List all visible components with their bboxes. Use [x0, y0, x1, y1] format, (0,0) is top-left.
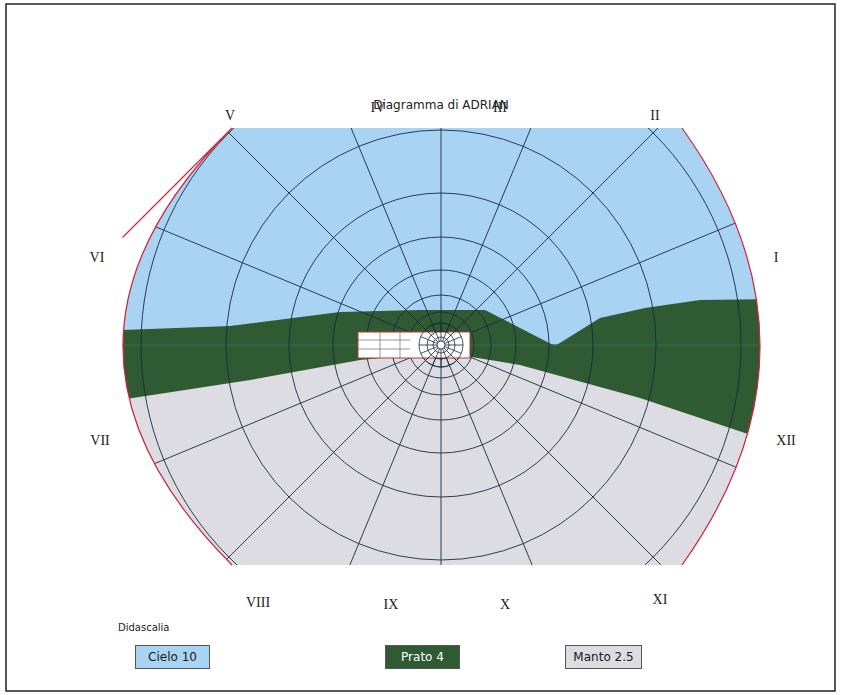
grid-ray — [444, 348, 457, 361]
legend-swatch: Manto 2.5 — [565, 645, 642, 669]
grid-ray — [419, 345, 437, 346]
grid-ray — [17, 0, 436, 339]
grid-ray — [421, 337, 438, 344]
diagram-title: Diagramma di ADRIAN — [373, 98, 509, 112]
grid-ray — [421, 347, 438, 354]
grid-ray — [448, 348, 841, 575]
direction-numeral: IX — [384, 597, 399, 613]
direction-numeral: VIII — [246, 595, 270, 611]
grid-ray — [445, 347, 462, 354]
grid-ray — [443, 325, 450, 342]
grid-ray — [425, 348, 438, 361]
grid-ray — [211, 352, 438, 695]
grid-ray — [211, 0, 438, 338]
polar-grid-center — [419, 323, 463, 367]
building — [358, 332, 470, 358]
direction-numeral: XII — [776, 433, 795, 449]
ground-region — [0, 352, 841, 695]
direction-numeral: XI — [653, 592, 668, 608]
lens-outline — [123, 128, 760, 565]
grid-ray — [441, 349, 442, 367]
grid-ray — [0, 115, 434, 342]
direction-numeral: II — [650, 108, 659, 124]
direction-numeral: I — [774, 250, 779, 266]
direction-numeral: III — [493, 100, 507, 116]
direction-numeral: VII — [90, 433, 109, 449]
legend-swatch: Cielo 10 — [135, 645, 210, 669]
grid-ray — [447, 0, 841, 339]
direction-numeral: IV — [371, 100, 386, 116]
grid-circle — [419, 323, 463, 367]
grid-circle — [437, 341, 445, 349]
direction-numeral: X — [500, 597, 510, 613]
grid-ray — [433, 349, 440, 366]
direction-numeral: V — [225, 108, 235, 124]
grid-ray — [444, 329, 457, 342]
grid-ray — [444, 352, 671, 695]
grid-ray — [433, 325, 440, 342]
grid-ray — [448, 115, 841, 342]
grid-ray — [441, 323, 442, 341]
grid-ray — [445, 337, 462, 344]
grid-ray — [449, 345, 841, 346]
grid-ray — [425, 329, 438, 342]
legend-text: Cielo 10 — [148, 650, 197, 664]
grid-ray — [441, 353, 442, 695]
grid-ray — [17, 351, 436, 695]
legend-text: Manto 2.5 — [573, 650, 633, 664]
direction-numeral: VI — [90, 250, 105, 266]
legend-swatch: Prato 4 — [385, 645, 460, 669]
grid-ray — [0, 348, 434, 575]
grid-ray — [445, 345, 463, 346]
green-region — [0, 298, 841, 695]
legend-heading: Didascalia — [118, 622, 169, 633]
grid-ray — [443, 349, 450, 366]
grid-ray — [441, 0, 442, 337]
grid-ray — [447, 351, 841, 695]
legend-text: Prato 4 — [401, 650, 444, 664]
grid-ray — [444, 0, 671, 338]
